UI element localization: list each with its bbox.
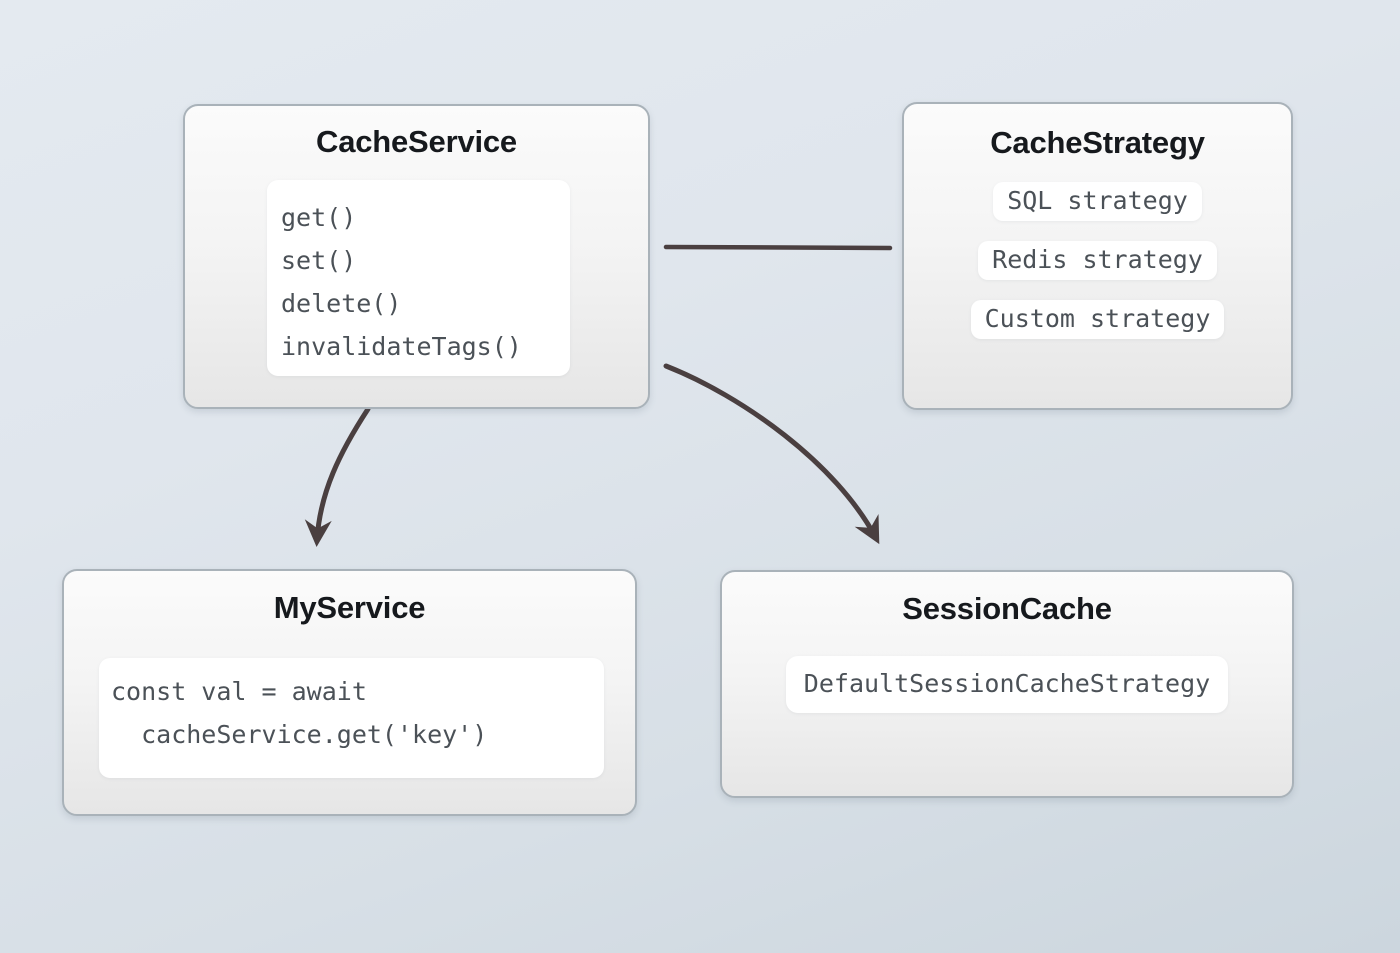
strategy-pill[interactable]: Redis strategy — [978, 241, 1217, 280]
node-cache-service[interactable]: CacheService get() set() delete() invali… — [183, 104, 650, 409]
node-cache-service-title: CacheService — [316, 124, 517, 159]
node-cache-strategy-title: CacheStrategy — [990, 125, 1205, 160]
node-my-service-code: const val = await cacheService.get('key'… — [99, 658, 604, 778]
strategy-pill[interactable]: Custom strategy — [970, 300, 1225, 339]
node-session-cache-title: SessionCache — [902, 591, 1112, 626]
connector-cache-service-to-cache-strategy — [663, 244, 893, 251]
node-my-service[interactable]: MyService const val = await cacheService… — [62, 569, 637, 816]
node-session-cache[interactable]: SessionCache DefaultSessionCacheStrategy — [720, 570, 1294, 798]
node-cache-service-methods: get() set() delete() invalidateTags() — [267, 180, 570, 376]
node-my-service-title: MyService — [273, 590, 426, 625]
strategy-pill[interactable]: DefaultSessionCacheStrategy — [785, 656, 1229, 713]
strategy-pill[interactable]: SQL strategy — [993, 182, 1202, 221]
connector-cache-service-to-session-cache — [663, 363, 880, 545]
node-session-cache-options: DefaultSessionCacheStrategy — [722, 656, 1292, 713]
connector-cache-service-to-my-service — [304, 406, 371, 547]
node-cache-strategy[interactable]: CacheStrategy SQL strategy Redis strateg… — [902, 102, 1293, 410]
node-cache-strategy-options: SQL strategy Redis strategy Custom strat… — [904, 182, 1291, 339]
